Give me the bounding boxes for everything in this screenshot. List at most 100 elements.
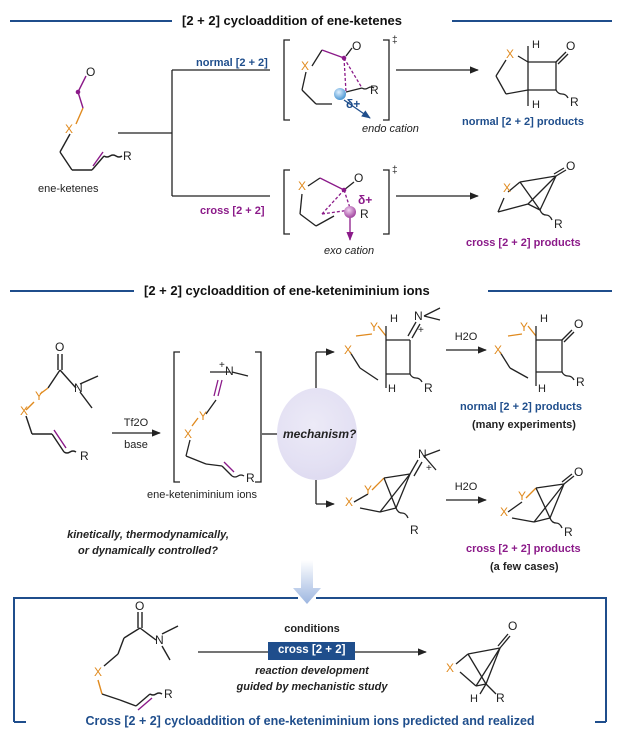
atom-h-prod1-top: H — [532, 39, 540, 51]
atom-o-prod2: O — [574, 317, 584, 331]
atom-n-keteniminium: N — [225, 364, 234, 378]
atom-r-prod2: R — [576, 375, 585, 389]
normal-product-2-structure — [499, 325, 575, 386]
atom-o-final: O — [508, 619, 518, 633]
water-bottom: H2O — [454, 481, 478, 493]
ene-ketene-structure — [59, 75, 123, 171]
iminium-normal-structure — [349, 307, 441, 388]
atom-x-prod2: X — [494, 343, 503, 357]
cross-note: (a few cases) — [490, 561, 559, 573]
development-line-1: reaction development — [255, 665, 369, 677]
atom-r-ts-cross: R — [360, 207, 369, 221]
intermediate-label: ene-keteniminium ions — [147, 489, 258, 501]
water-top: H2O — [454, 331, 478, 343]
atom-r-prod1: R — [570, 95, 579, 109]
carbene-dot — [75, 89, 81, 95]
exo-cation-ball — [344, 206, 356, 218]
delta-plus-cross: δ+ — [358, 193, 373, 207]
atom-x-ts-cross: X — [298, 179, 307, 193]
reagent-base: base — [124, 439, 148, 451]
atom-r-keteniminium: R — [246, 471, 255, 485]
ts-mark-normal: ‡ — [392, 35, 398, 46]
reagent-tf2o: Tf2O — [123, 417, 149, 429]
atom-x-im-cross: X — [345, 495, 354, 509]
ketene-dot-1 — [341, 55, 347, 61]
ts-normal-structure — [301, 47, 375, 105]
cross-products-label-2: cross [2 + 2] products — [466, 543, 581, 555]
atom-h-im-normal-bottom: H — [388, 383, 396, 395]
cross-product-1-structure — [497, 167, 567, 221]
atom-x-prod1c: X — [503, 181, 512, 195]
atom-x-prod2c: X — [500, 505, 509, 519]
atom-x-amide: X — [20, 404, 29, 418]
delta-plus-normal: δ+ — [346, 97, 361, 111]
cross-badge: cross [2 + 2] — [268, 642, 356, 660]
ts-mark-cross: ‡ — [392, 165, 398, 176]
atom-y-im-normal: Y — [370, 320, 379, 334]
ene-ketenes-label: ene-ketenes — [38, 183, 99, 195]
ts-cross-structure — [299, 177, 355, 227]
atom-n-im-normal: N — [414, 309, 423, 323]
final-product-structure — [455, 633, 511, 695]
atom-y-im-cross: Y — [364, 483, 373, 497]
atom-h-final: H — [470, 693, 478, 705]
branch-lines-2 — [315, 348, 335, 508]
development-line-2: guided by mechanistic study — [236, 681, 388, 693]
mechanism-bubble — [277, 388, 357, 480]
atom-r-im-cross: R — [410, 523, 419, 537]
atom-n-im-cross: N — [418, 447, 427, 461]
atom-n-bottom: N — [155, 633, 164, 647]
atom-r-im-normal: R — [424, 381, 433, 395]
atom-y-prod2c: Y — [518, 489, 527, 503]
atom-h-prod2-top: H — [540, 313, 548, 325]
atom-r-bottom: R — [164, 687, 173, 701]
normal-product-1-structure — [495, 46, 569, 106]
keteniminium-structure — [185, 371, 249, 478]
atom-y-amide: Y — [35, 389, 44, 403]
atom-y-keteniminium: Y — [199, 409, 208, 423]
atom-r-prod2c: R — [564, 525, 573, 539]
atom-x-final: X — [446, 661, 455, 675]
section2-title: [2 + 2] cycloaddition of ene-keteniminiu… — [138, 284, 436, 297]
atom-r-ts-normal: R — [370, 83, 379, 97]
bottom-frame — [13, 597, 607, 723]
plus-im-normal: + — [418, 325, 424, 336]
exo-cation-label: exo cation — [324, 245, 375, 257]
endo-arrow — [343, 99, 371, 119]
branch-lines-1 — [118, 69, 270, 197]
atom-r-amide: R — [80, 449, 89, 463]
plus-keteniminium: + — [219, 360, 225, 371]
atom-y-prod2: Y — [520, 320, 529, 334]
cross-product-2-structure — [507, 473, 575, 529]
question-line-2: or dynamically controlled? — [78, 545, 218, 557]
atom-x-bottom: X — [94, 665, 103, 679]
atom-r-substrate: R — [123, 149, 132, 163]
intermediate-bracket — [173, 351, 262, 483]
ketene-dot-2 — [341, 187, 347, 193]
atom-o-amide: O — [55, 340, 65, 354]
mechanism-label: mechanism? — [283, 427, 357, 441]
atom-x-substrate: X — [65, 122, 74, 136]
atom-x-im-normal: X — [344, 343, 353, 357]
atom-x-prod1: X — [506, 47, 515, 61]
atom-o-prod2c: O — [574, 465, 584, 479]
atom-r-final: R — [496, 691, 505, 705]
endo-cation-ball — [334, 88, 346, 100]
ts-bracket-normal — [283, 39, 390, 121]
atom-n-amide: N — [74, 381, 83, 395]
atom-o-ts-cross: O — [354, 171, 364, 185]
normal-products-label-1: normal [2 + 2] products — [462, 116, 584, 128]
atom-h-prod2-bottom: H — [538, 383, 546, 395]
atom-o-substrate: O — [86, 65, 96, 79]
big-down-arrow — [293, 560, 321, 604]
normal-note: (many experiments) — [472, 419, 576, 431]
amide-substrate-structure — [25, 354, 99, 454]
question-line-1: kinetically, thermodynamically, — [67, 529, 229, 541]
atom-o-prod1c: O — [566, 159, 576, 173]
section1-title: [2 + 2] cycloaddition of ene-ketenes — [176, 14, 408, 27]
conditions-label: conditions — [284, 623, 340, 635]
cross-products-label-1: cross [2 + 2] products — [466, 237, 581, 249]
atom-h-prod1-bottom: H — [532, 99, 540, 111]
atom-o-prod1: O — [566, 39, 576, 53]
